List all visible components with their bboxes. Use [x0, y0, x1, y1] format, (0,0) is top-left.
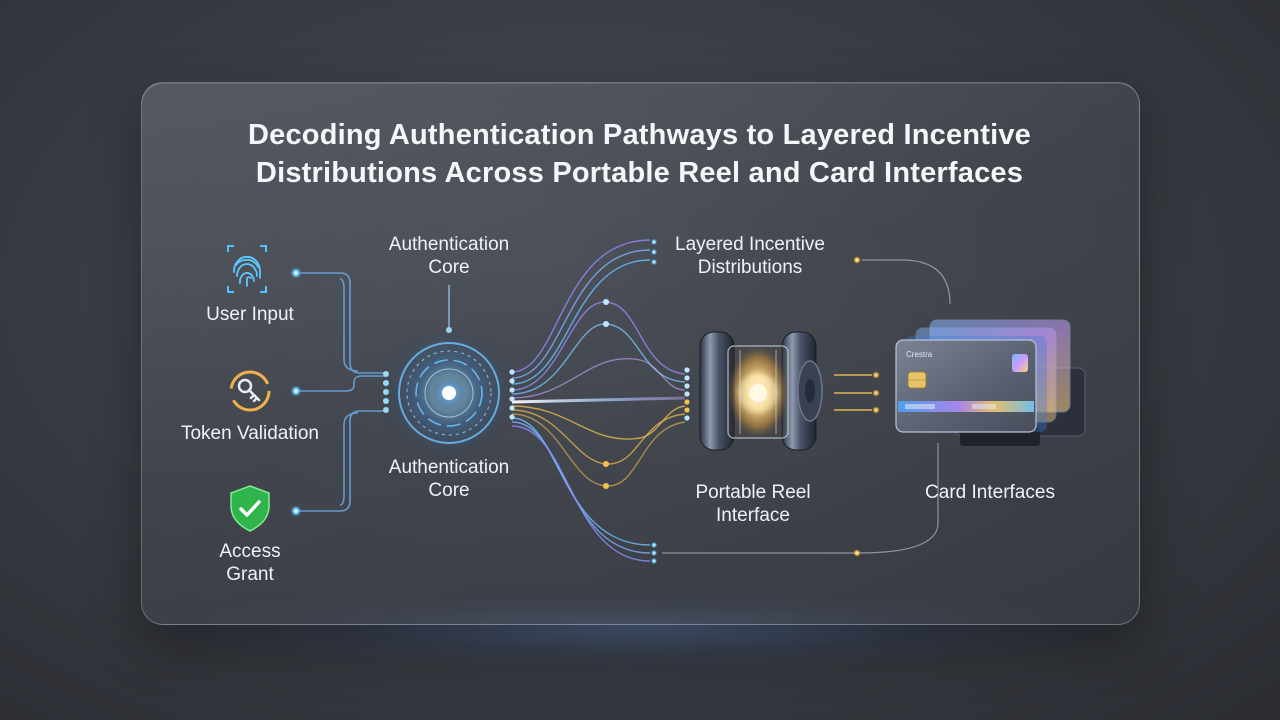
card-stack-icon [895, 319, 1086, 446]
label-layered-incentive: Layered Incentive Distributions [660, 233, 840, 279]
label-user-input: User Input [206, 304, 294, 325]
core-top-line1: Authentication [388, 234, 510, 255]
incentive-gold-dot [853, 256, 861, 264]
pathway-node-dots [509, 238, 690, 565]
key-icon [229, 370, 271, 412]
title-line-2: Distributions Across Portable Reel and C… [255, 157, 1024, 189]
reel-line2: Interface [716, 505, 790, 526]
bottom-gold-dot [853, 549, 861, 557]
incentive-line2: Distributions [697, 257, 803, 278]
incentive-to-card-connectors [662, 259, 951, 554]
portable-reel-icon [686, 331, 826, 451]
core-to-reel-pathways [511, 239, 686, 562]
reel-line1: Portable Reel [695, 482, 811, 503]
label-access-grant-line2: Grant [226, 564, 274, 585]
label-access-grant: Access Grant [190, 540, 310, 586]
label-token-validation: Token Validation [180, 423, 320, 444]
label-card-interfaces: Card Interfaces [925, 482, 1055, 503]
label-authentication-core-bottom: Authentication Core [364, 456, 534, 502]
title-line-1: Decoding Authentication Pathways to Laye… [247, 119, 1031, 151]
reel-to-card-links [834, 371, 880, 414]
core-bottom-line2: Core [428, 480, 470, 501]
label-authentication-core-top: Authentication Core [364, 233, 534, 279]
shield-check-icon [230, 485, 270, 532]
label-portable-reel: Portable Reel Interface [673, 481, 833, 527]
core-top-line2: Core [428, 257, 470, 278]
card-brand-text: Crestra [906, 350, 933, 359]
incentive-line1: Layered Incentive [675, 234, 825, 255]
fingerprint-icon [227, 245, 267, 293]
label-access-grant-line1: Access [219, 541, 281, 562]
input-connectors [296, 272, 386, 512]
diagram-title: Decoding Authentication Pathways to Laye… [141, 116, 1138, 192]
core-bottom-line1: Authentication [388, 457, 510, 478]
authentication-core-icon [377, 285, 521, 465]
